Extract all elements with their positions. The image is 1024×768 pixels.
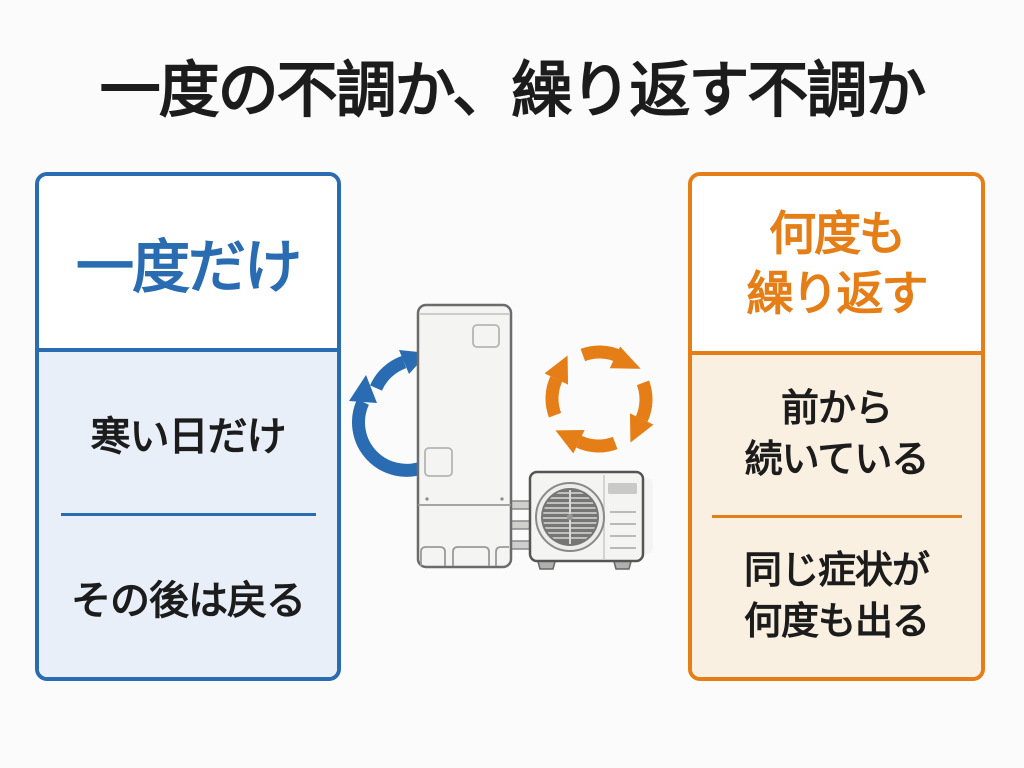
- recurring-panel-header: 何度も 繰り返す: [692, 176, 981, 355]
- orange-divider-line: [711, 514, 962, 518]
- fan-grille: [535, 482, 605, 552]
- blue-divider-line: [60, 513, 316, 516]
- repeat-cycle-arrows-icon: [544, 345, 654, 454]
- recurring-header-line-1: 何度も: [769, 207, 906, 261]
- one-time-panel-body: 寒い日だけ その後は戻る: [39, 352, 337, 677]
- recurring-item-2: 同じ症状が 何度も出る: [692, 518, 981, 678]
- one-time-item-1-label: 寒い日だけ: [90, 414, 287, 459]
- recurring-header-line-2: 繰り返す: [746, 266, 929, 320]
- heat-pump-tank: [416, 303, 513, 569]
- page-title: 一度の不調か、繰り返す不調か: [99, 56, 927, 124]
- one-time-item-1: 寒い日だけ: [39, 352, 337, 513]
- one-time-header-label: 一度だけ: [75, 235, 302, 300]
- recurring-item-1-line-2: 続いている: [744, 438, 930, 481]
- one-time-panel-header: 一度だけ: [39, 176, 337, 352]
- recurring-item-1-line-1: 前から: [780, 387, 893, 430]
- appliance-illustration: [349, 303, 654, 570]
- outdoor-unit: [528, 470, 653, 570]
- single-cycle-arrow-icon: [349, 350, 428, 477]
- recurring-item-2-line-2: 何度も出る: [743, 601, 930, 644]
- recurring-panel: 何度も 繰り返す 前から 続いている 同じ症状が 何度も出る: [688, 172, 985, 681]
- one-time-item-2-label: その後は戻る: [71, 578, 306, 623]
- recurring-item-2-line-1: 同じ症状が: [743, 550, 930, 593]
- recurring-item-1: 前から 続いている: [692, 355, 981, 515]
- recurring-panel-body: 前から 続いている 同じ症状が 何度も出る: [692, 355, 981, 677]
- one-time-panel: 一度だけ 寒い日だけ その後は戻る: [35, 172, 341, 681]
- one-time-item-2: その後は戻る: [39, 516, 337, 677]
